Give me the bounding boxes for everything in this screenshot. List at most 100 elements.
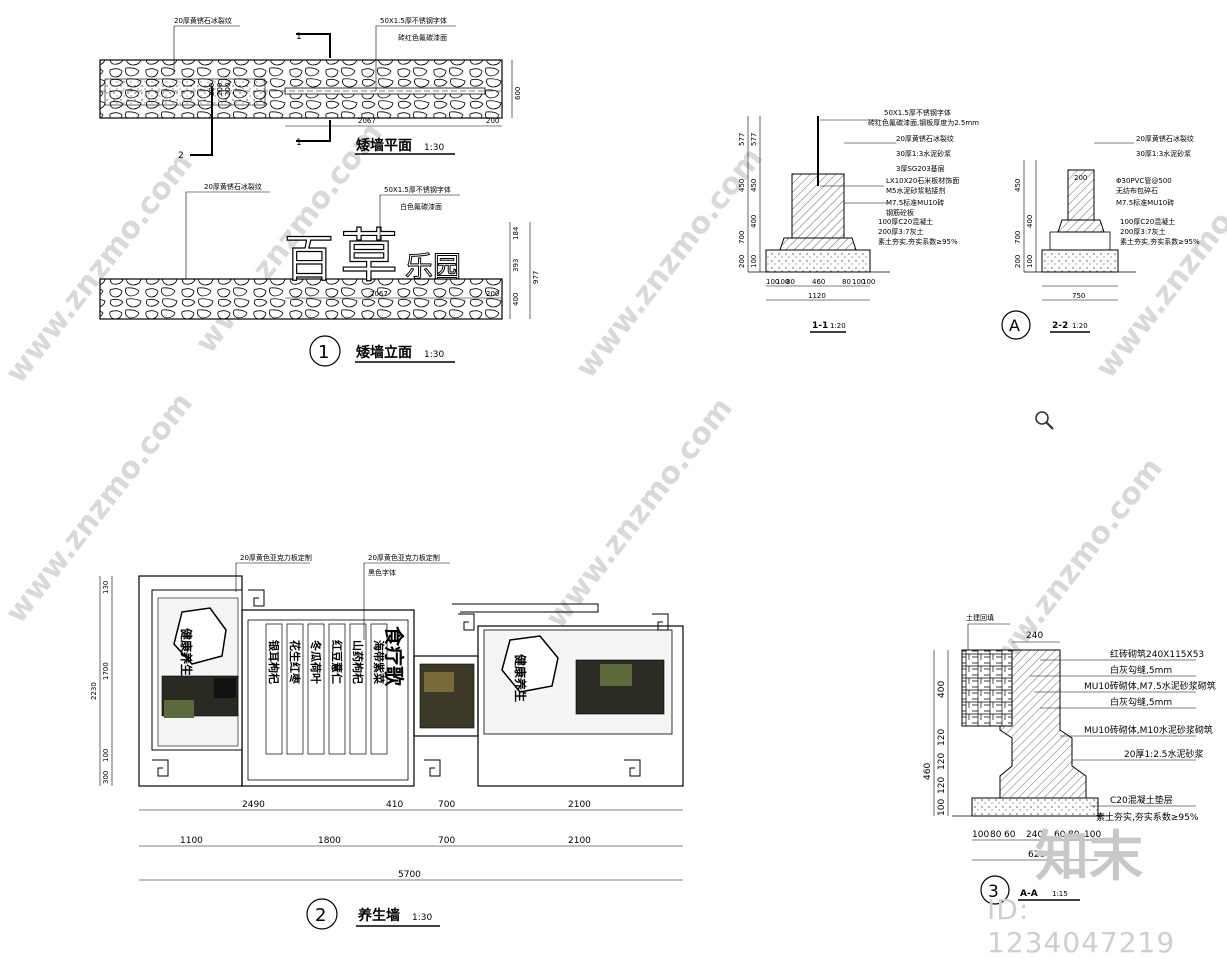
drawing-number: 3 bbox=[988, 882, 999, 902]
magnifier-icon[interactable] bbox=[1034, 410, 1056, 432]
side-title: 食疗歌 bbox=[382, 626, 406, 687]
dim-top: 240 bbox=[1026, 631, 1043, 641]
dim-h: 80 bbox=[990, 830, 1002, 840]
note: 素土夯实,夯实系数≥95% bbox=[1120, 237, 1200, 246]
note-paint2: 白色氟碳漆面 bbox=[400, 202, 442, 211]
dim-total: 750 bbox=[1072, 292, 1085, 300]
drawing-number: 2 bbox=[315, 905, 326, 926]
dim-h: 60 bbox=[1004, 830, 1016, 840]
dim-v: 400 bbox=[937, 681, 947, 698]
dim-h: 100 bbox=[972, 830, 989, 840]
dim-h2: 393 bbox=[512, 259, 520, 272]
dim-h: 100 bbox=[852, 278, 865, 286]
poem-col: 银耳枸杞 bbox=[267, 640, 281, 684]
dim-h: 240 bbox=[1026, 830, 1043, 840]
dim-v: 450 bbox=[750, 179, 758, 192]
note: C20混凝土垫层 bbox=[1110, 794, 1173, 806]
elev-scale: 1:30 bbox=[424, 350, 444, 360]
badge-text: 健康养生 bbox=[179, 628, 194, 676]
top-note: 土建回填 bbox=[966, 613, 994, 622]
dim-v: 120 bbox=[937, 753, 947, 770]
dim-h: 410 bbox=[386, 800, 403, 810]
section-scale: 1:20 bbox=[1072, 322, 1088, 330]
watermark-site: www.znzmo.com bbox=[0, 146, 200, 390]
dim-h: 2490 bbox=[242, 800, 265, 810]
note: 20厚黄锈石冰裂纹 bbox=[896, 134, 954, 143]
dim-v: 700 bbox=[1014, 231, 1022, 244]
section-title: 2-2 bbox=[1052, 321, 1068, 331]
note: 3厚SG203基层 bbox=[896, 164, 945, 173]
dim-v: 200 bbox=[738, 255, 746, 268]
section-notes: 红砖砌筑240X115X53 白灰勾缝,5mm MU10砖砌体,M7.5水泥砂浆… bbox=[1030, 648, 1216, 823]
dim-p: 200 bbox=[208, 83, 216, 96]
note: LX10X20石米板材饰面 bbox=[886, 176, 959, 185]
dim-h3: 400 bbox=[512, 293, 520, 306]
plan-core bbox=[104, 78, 266, 106]
poem-col: 花生红枣 bbox=[288, 640, 302, 685]
note: 50X1.5厚不锈钢字体 bbox=[884, 108, 951, 117]
dim-depth: 600 bbox=[514, 87, 522, 100]
magnifier-icon-glyph bbox=[1035, 411, 1054, 430]
elev-wall bbox=[99, 278, 503, 320]
dim-h: 1100 bbox=[180, 836, 203, 846]
note: M5水泥砂浆粘接剂 bbox=[886, 186, 946, 195]
section-notes: 50X1.5厚不锈钢字体 砖红色氟碳漆面,钢板厚度为2.5mm 20厚黄锈石冰裂… bbox=[820, 108, 979, 246]
sign-char: 乐园 bbox=[405, 250, 461, 283]
dim-v: 200 bbox=[1014, 255, 1022, 268]
dim-h: 1800 bbox=[318, 836, 341, 846]
dim-v: 460 bbox=[923, 763, 933, 780]
cut-label: 2 bbox=[178, 151, 184, 161]
section-a-a: 土建回填 240 红砖砌筑240X115X53 白灰勾缝,5mm MU10砖砌体… bbox=[923, 613, 1216, 905]
note-letters: 50X1.5厚不锈钢字体 bbox=[384, 185, 451, 194]
dim-v: 100 bbox=[1026, 255, 1034, 268]
dim-h: 80 bbox=[842, 278, 851, 286]
dim-end: 200 bbox=[486, 117, 499, 125]
section-scale: 1:20 bbox=[830, 322, 846, 330]
dim-v: 1700 bbox=[102, 662, 110, 680]
dim-top: 200 bbox=[1074, 174, 1087, 182]
cut-label: 1 bbox=[296, 32, 302, 42]
watermark-brand: 知末 bbox=[1035, 825, 1143, 888]
dim-v: 100 bbox=[937, 799, 947, 816]
note-stone: 20厚黄锈石冰裂纹 bbox=[174, 16, 232, 25]
note: 200厚3:7灰土 bbox=[1120, 227, 1166, 236]
drawing-scale: 1:15 bbox=[1052, 890, 1068, 898]
dim-p: 200 bbox=[224, 83, 232, 96]
dim-h: 700 bbox=[438, 836, 455, 846]
dim-h: 100 bbox=[862, 278, 875, 286]
cut-label: 1 bbox=[296, 138, 302, 148]
note: M7.5标准MU10砖 bbox=[886, 198, 944, 207]
dim-h: 100 bbox=[776, 278, 789, 286]
drawing-title: 养生墙 bbox=[357, 907, 400, 924]
poem-col: 海带紫菜 bbox=[372, 640, 386, 685]
drawing-number-circle bbox=[306, 898, 338, 930]
sign-char: 百 bbox=[284, 230, 334, 288]
note: 红砖砌筑240X115X53 bbox=[1110, 648, 1204, 660]
note: M7.5标准MU10砖 bbox=[1116, 198, 1174, 207]
poem-col: 山药枸杞 bbox=[351, 640, 365, 684]
dim-h: 2100 bbox=[568, 800, 591, 810]
note: MU10砖砌体,M10水泥砂浆砌筑 bbox=[1084, 724, 1213, 736]
dim-v: 700 bbox=[738, 231, 746, 244]
note-letters: 50X1.5厚不锈钢字体 bbox=[380, 16, 447, 25]
elev-title: 矮墙立面 bbox=[356, 344, 412, 361]
dim-total: 2230 bbox=[90, 682, 98, 700]
dim-v: 577 bbox=[738, 133, 746, 146]
watermark-id: ID: 1234047219 bbox=[987, 893, 1176, 959]
dim-total: 620 bbox=[1028, 850, 1045, 860]
badge-text: 健康养生 bbox=[513, 654, 528, 702]
drawing-scale: 1:30 bbox=[412, 913, 432, 923]
note: MU10砖砌体,M7.5水泥砂浆砌筑 bbox=[1084, 680, 1216, 692]
low-wall-elevation: 百 草 乐园 20厚黄锈石冰裂纹 50X1.5厚不锈钢字体 白色氟碳漆面 206… bbox=[99, 182, 540, 367]
detail-marker: A bbox=[1009, 316, 1020, 335]
dim-length: 2067 bbox=[358, 117, 376, 125]
drawing-number: 1 bbox=[318, 342, 329, 363]
note: 20厚黄色亚克力板定制 bbox=[368, 553, 440, 562]
note-stone: 20厚黄锈石冰裂纹 bbox=[204, 182, 262, 191]
section-2-2: 20厚黄锈石冰裂纹 30厚1:3水泥砂浆 Φ30PVC管@500 无纺布包碎石 … bbox=[1001, 134, 1200, 340]
drawing-number-circle bbox=[309, 335, 341, 367]
dim-v: 400 bbox=[1026, 215, 1034, 228]
note: 素土夯实,夯实系数≥95% bbox=[1096, 811, 1199, 823]
dim-v: 300 bbox=[102, 771, 110, 784]
note: 30厚1:3水泥砂浆 bbox=[1136, 149, 1191, 158]
